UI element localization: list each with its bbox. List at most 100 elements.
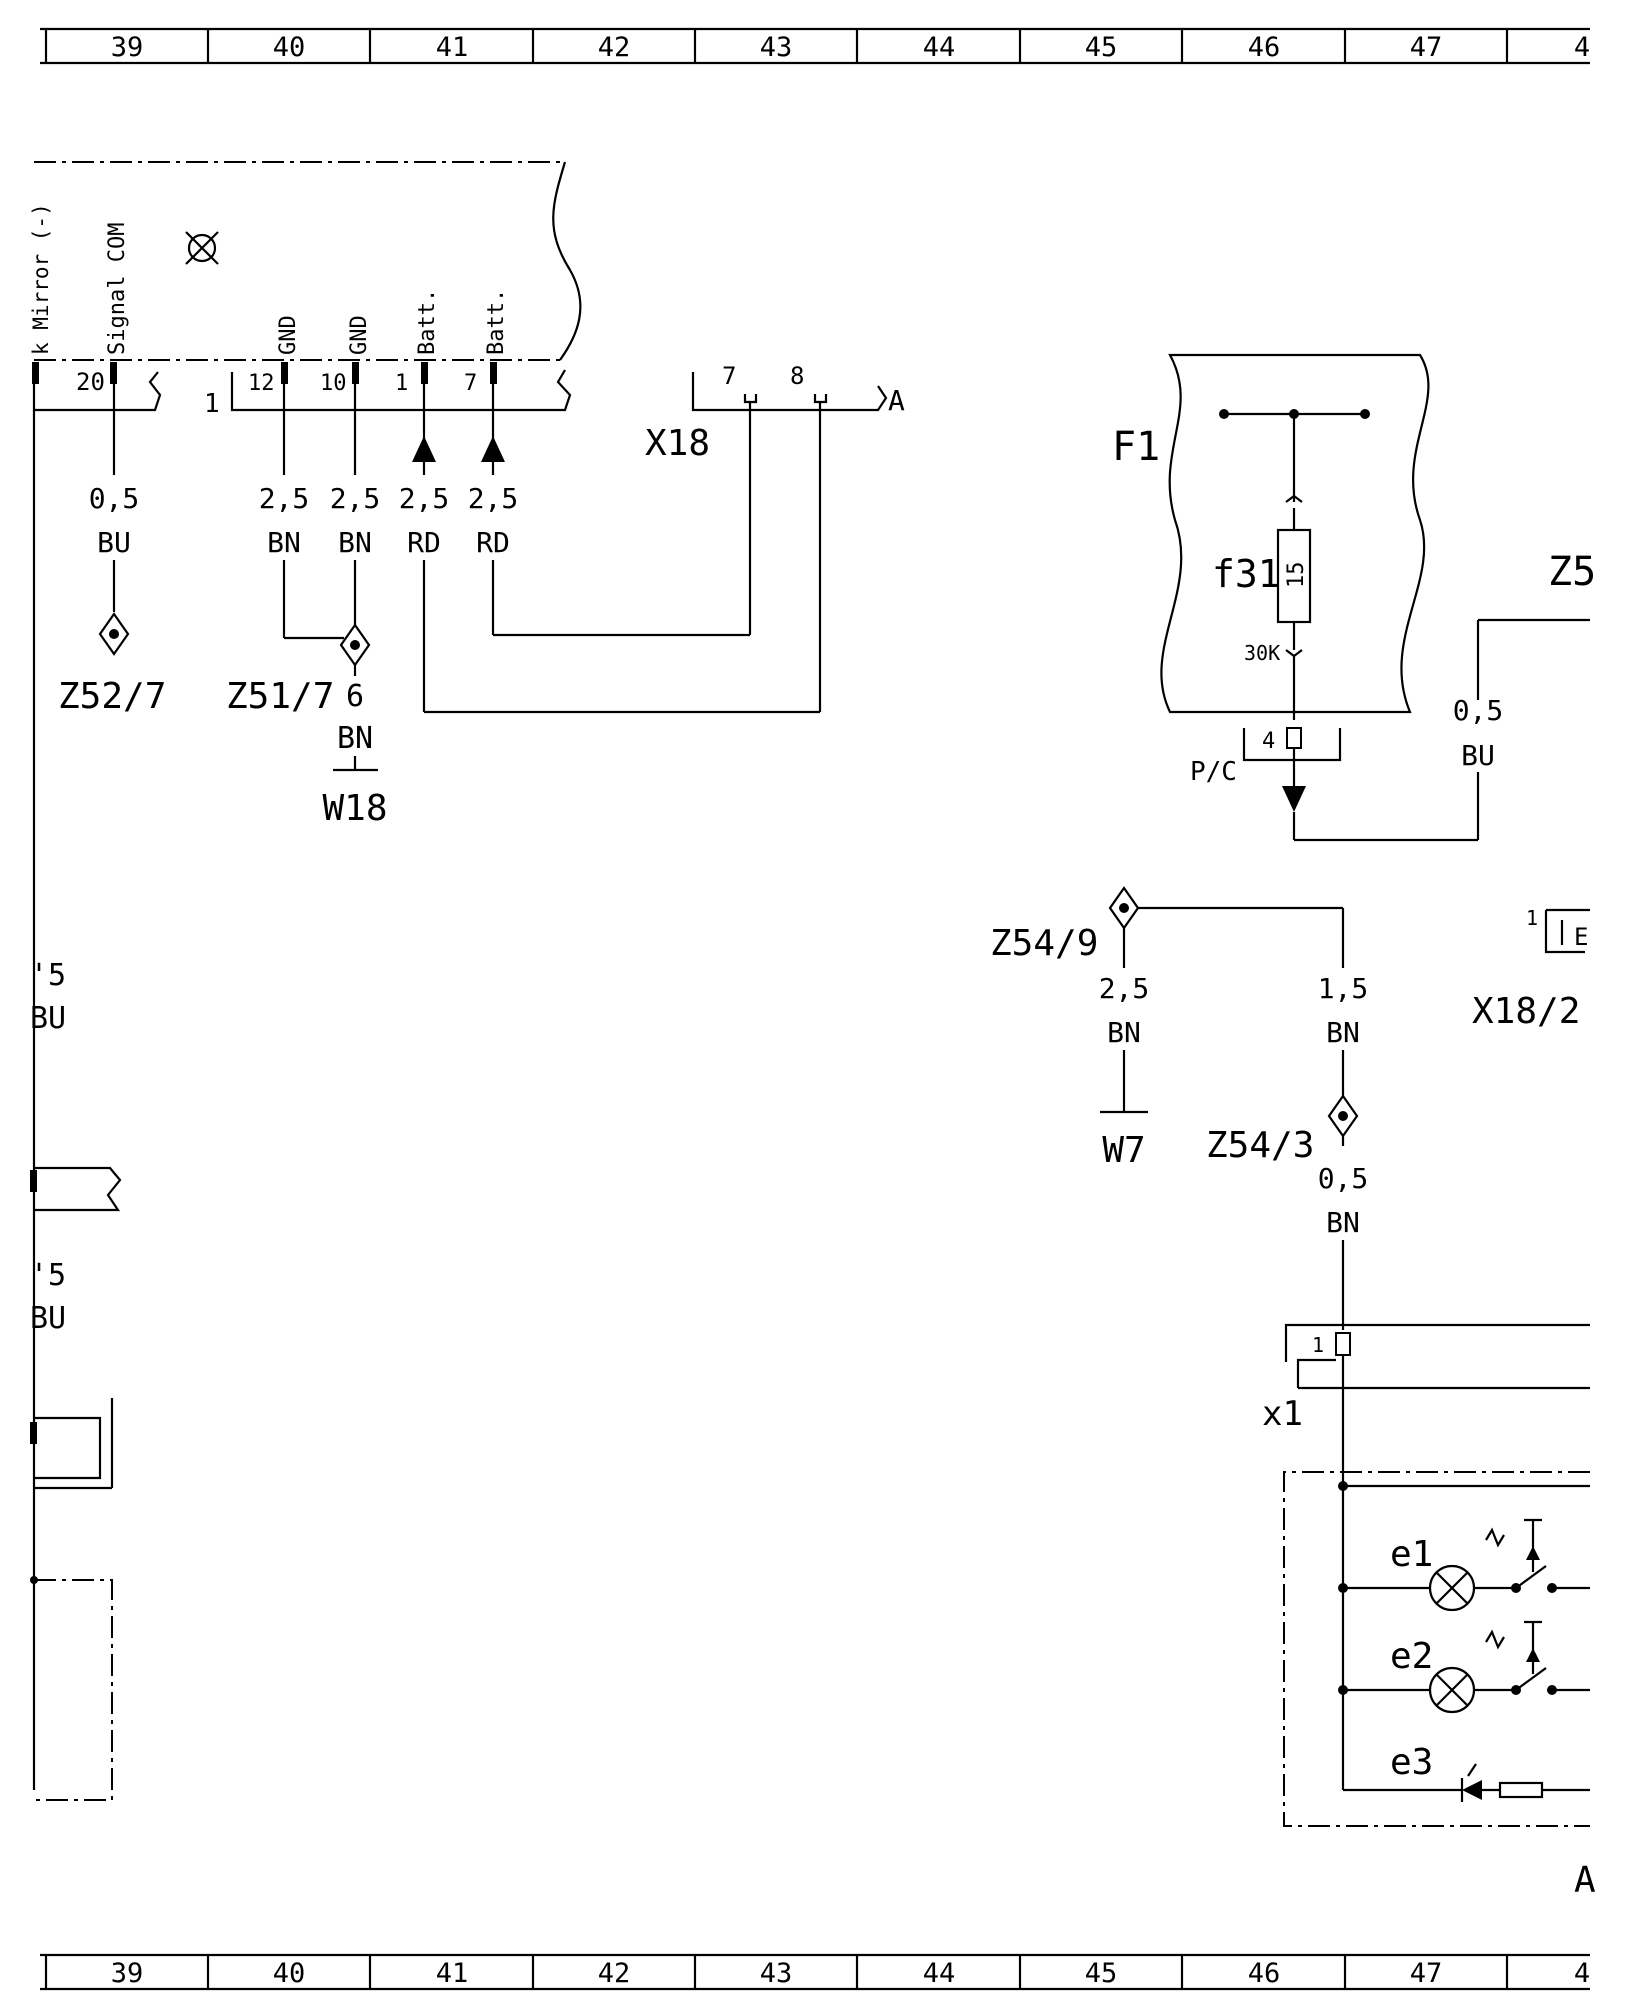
w7-wire-size: 2,5 bbox=[1099, 972, 1150, 1005]
wire-20-color: BU bbox=[97, 526, 131, 559]
lamp-e2-label: e2 bbox=[1390, 1636, 1433, 1677]
ruler-bottom-39: 39 bbox=[111, 1958, 144, 1989]
x1-pin-1: 1 bbox=[1312, 1333, 1324, 1357]
wire-20-size: 0,5 bbox=[89, 482, 140, 515]
lamp-unit-partial-label: A bbox=[1574, 1860, 1596, 1901]
batt-1-arrow-icon bbox=[412, 436, 436, 462]
w18-wire-color: BN bbox=[337, 721, 373, 756]
pin-name-batt-7: Batt. bbox=[484, 289, 509, 355]
wire-10-size: 2,5 bbox=[330, 482, 381, 515]
ruler-top-46: 46 bbox=[1248, 32, 1281, 63]
pin-name-mirror: k Mirror (-) bbox=[29, 203, 53, 355]
ruler-bottom-48-partial: 4 bbox=[1574, 1958, 1590, 1989]
ruler-top-44: 44 bbox=[923, 32, 956, 63]
pin-name-batt-1: Batt. bbox=[415, 289, 440, 355]
fuse-f31-rating: 15 bbox=[1284, 562, 1309, 589]
module-symbol-icon bbox=[185, 231, 219, 265]
wire-7-color: RD bbox=[476, 526, 510, 559]
splice-z54: Z54/9 2,5 BN W7 1,5 BN Z54/3 0,5 BN bbox=[990, 886, 1369, 1330]
fuse-f31-label: f31 bbox=[1212, 552, 1281, 596]
ruler-bottom-43: 43 bbox=[760, 1958, 793, 1989]
connector-x18-2: 1 E X18/2 bbox=[1472, 906, 1590, 1032]
ruler-top-41: 41 bbox=[436, 32, 469, 63]
left-edge: '5 BU '5 BU bbox=[30, 410, 122, 1801]
left-lower-wire-color: BU bbox=[30, 1301, 66, 1336]
pin-name-gnd-12: GND bbox=[276, 315, 301, 355]
splice-z5-partial-label: Z5 bbox=[1548, 549, 1596, 595]
mid-wire-color: BN bbox=[1326, 1016, 1360, 1049]
ruler-bottom-41: 41 bbox=[436, 1958, 469, 1989]
fuse-wire-size: 0,5 bbox=[1453, 694, 1504, 727]
switch-e2-icon bbox=[1485, 1620, 1547, 1691]
ruler-bottom-40: 40 bbox=[273, 1958, 306, 1989]
led-e3-icon bbox=[1460, 1763, 1482, 1802]
pin-10-number: 10 bbox=[320, 371, 347, 396]
low-wire-size: 0,5 bbox=[1318, 1162, 1369, 1195]
connector-number: 1 bbox=[204, 389, 220, 419]
ruler-top-47: 47 bbox=[1410, 32, 1443, 63]
resistor-e3-icon bbox=[1498, 1781, 1544, 1799]
wire-12-size: 2,5 bbox=[259, 482, 310, 515]
ruler-bottom-46: 46 bbox=[1248, 1958, 1281, 1989]
left-upper-wire-color: BU bbox=[30, 1001, 66, 1036]
ruler-top-45: 45 bbox=[1085, 32, 1118, 63]
module-left: 1 k Mirror (-) Signal COM GND GND Batt. … bbox=[29, 161, 820, 829]
pin-20-number: 20 bbox=[76, 368, 105, 396]
wire-1-color: RD bbox=[407, 526, 441, 559]
fuse-terminal-30k: 30K bbox=[1244, 641, 1280, 665]
mid-wire-size: 1,5 bbox=[1318, 972, 1369, 1005]
connector-x1-label: x1 bbox=[1262, 1394, 1303, 1434]
w18-wire-size: 6 bbox=[346, 679, 364, 714]
pin-7-number: 7 bbox=[464, 371, 477, 396]
fuse-box-label: F1 bbox=[1112, 424, 1160, 470]
wire-7-size: 2,5 bbox=[468, 482, 519, 515]
pc-arrow-icon bbox=[1282, 786, 1306, 812]
ruler-bottom-45: 45 bbox=[1085, 1958, 1118, 1989]
x18-label: X18 bbox=[645, 423, 710, 464]
ruler-top-39: 39 bbox=[111, 32, 144, 63]
splice-z51-7-label: Z51/7 bbox=[226, 676, 334, 717]
splice-z52-7-label: Z52/7 bbox=[58, 676, 166, 717]
lamp-e1-label: e1 bbox=[1390, 1534, 1433, 1575]
ruler-bottom-44: 44 bbox=[923, 1958, 956, 1989]
splice-z54-3-label: Z54/3 bbox=[1206, 1125, 1314, 1166]
wire-10-color: BN bbox=[338, 526, 372, 559]
connector-x18-2-label: X18/2 bbox=[1472, 991, 1580, 1032]
batt-7-arrow-icon bbox=[481, 436, 505, 462]
splice-z54-3-icon bbox=[1327, 1094, 1359, 1138]
ground-w18-label: W18 bbox=[322, 788, 387, 829]
pin-1-number: 1 bbox=[395, 371, 408, 396]
splice-z54-9-label: Z54/9 bbox=[990, 923, 1098, 964]
pin-name-signal-com: Signal COM bbox=[105, 223, 130, 355]
x18-side-a: A bbox=[888, 384, 905, 417]
left-lower-wire-size: '5 bbox=[30, 1258, 66, 1293]
splice-z54-9-icon bbox=[1108, 886, 1140, 930]
pc-pin-4: 4 bbox=[1262, 729, 1275, 754]
splice-z51-7-icon bbox=[339, 623, 371, 667]
ruler-bottom-47: 47 bbox=[1410, 1958, 1443, 1989]
low-wire-color: BN bbox=[1326, 1206, 1360, 1239]
x18-pin-8-number: 8 bbox=[790, 362, 804, 390]
led-e3-label: e3 bbox=[1390, 1742, 1433, 1783]
ruler-top-40: 40 bbox=[273, 32, 306, 63]
splice-z52-7-icon bbox=[98, 612, 130, 656]
ground-w7-label: W7 bbox=[1102, 1130, 1145, 1171]
fuse-wire-color: BU bbox=[1461, 739, 1495, 772]
left-upper-wire-size: '5 bbox=[30, 958, 66, 993]
wire-1-size: 2,5 bbox=[399, 482, 450, 515]
fuse-box-f1: F1 15 f31 30K 4 P/C 0,5 BU Z5 bbox=[1112, 353, 1596, 842]
x18-2-partial-letter: E bbox=[1574, 923, 1588, 951]
connector-x18: 7 8 A X18 bbox=[645, 362, 905, 712]
ruler-top-42: 42 bbox=[598, 32, 631, 63]
lamp-e2-icon bbox=[1428, 1666, 1476, 1714]
pc-connector-label: P/C bbox=[1190, 757, 1237, 787]
top-ruler: 39 40 41 42 43 44 45 46 47 4 bbox=[40, 27, 1590, 65]
w7-wire-color: BN bbox=[1107, 1016, 1141, 1049]
wire-12-color: BN bbox=[267, 526, 301, 559]
pin-name-gnd-10: GND bbox=[347, 315, 372, 355]
ruler-top-43: 43 bbox=[760, 32, 793, 63]
ruler-bottom-42: 42 bbox=[598, 1958, 631, 1989]
x18-2-pin-1: 1 bbox=[1526, 906, 1538, 930]
switch-e1-icon bbox=[1485, 1518, 1547, 1589]
